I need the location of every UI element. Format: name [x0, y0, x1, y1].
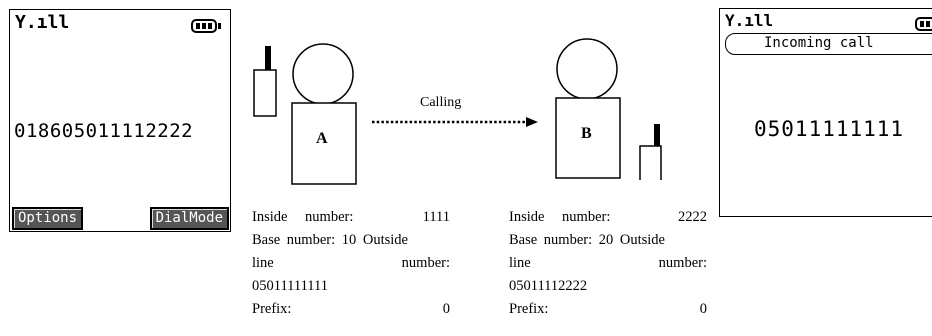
incoming-call-header: Incoming call — [725, 33, 932, 55]
mobile-phone-icon — [265, 46, 271, 72]
receiver-b-info: Inside number: 2222 Base number: 20 Outs… — [509, 206, 707, 321]
line-word: line — [252, 255, 274, 271]
caller-phone-screen: Y.ıll 018605011112222 Options DialMode — [9, 9, 231, 232]
number-word: number: — [658, 255, 707, 271]
mobile-phone-icon — [654, 124, 660, 148]
battery-icon — [191, 19, 221, 33]
signal-strength-icon: Y.ıll — [725, 11, 774, 30]
base-outside-line: Base number: 20 Outside — [509, 232, 665, 248]
inside-number-label: Inside number: — [252, 209, 354, 225]
calling-arrow — [372, 117, 538, 127]
receiver-phone-screen: Y.ıll Incoming call 05011111111 — [719, 8, 932, 217]
caller-number: 05011111111 — [754, 117, 905, 141]
caller-a-info: Inside number: 1111 Base number: 10 Outs… — [252, 206, 450, 321]
inside-number-value: 2222 — [678, 209, 707, 225]
line-word: line — [509, 255, 531, 271]
person-b-figure — [555, 38, 662, 180]
outside-line-number: 05011112222 — [509, 278, 588, 294]
person-a-label: A — [316, 130, 328, 147]
person-a-figure — [253, 43, 357, 185]
battery-icon — [915, 17, 932, 31]
number-word: number: — [401, 255, 450, 271]
person-b-label: B — [581, 125, 592, 142]
inside-number-value: 1111 — [422, 209, 450, 225]
prefix-label: Prefix: — [509, 301, 549, 317]
dialmode-softkey[interactable]: DialMode — [149, 207, 229, 230]
prefix-value: 0 — [442, 301, 450, 317]
outside-line-number: 05011111111 — [252, 278, 328, 294]
prefix-value: 0 — [699, 301, 707, 317]
calling-label: Calling — [420, 95, 462, 110]
dialed-number: 018605011112222 — [14, 120, 194, 142]
prefix-label: Prefix: — [252, 301, 292, 317]
inside-number-label: Inside number: — [509, 209, 611, 225]
base-outside-line: Base number: 10 Outside — [252, 232, 408, 248]
options-softkey[interactable]: Options — [12, 207, 84, 230]
signal-strength-icon: Y.ıll — [15, 12, 70, 33]
